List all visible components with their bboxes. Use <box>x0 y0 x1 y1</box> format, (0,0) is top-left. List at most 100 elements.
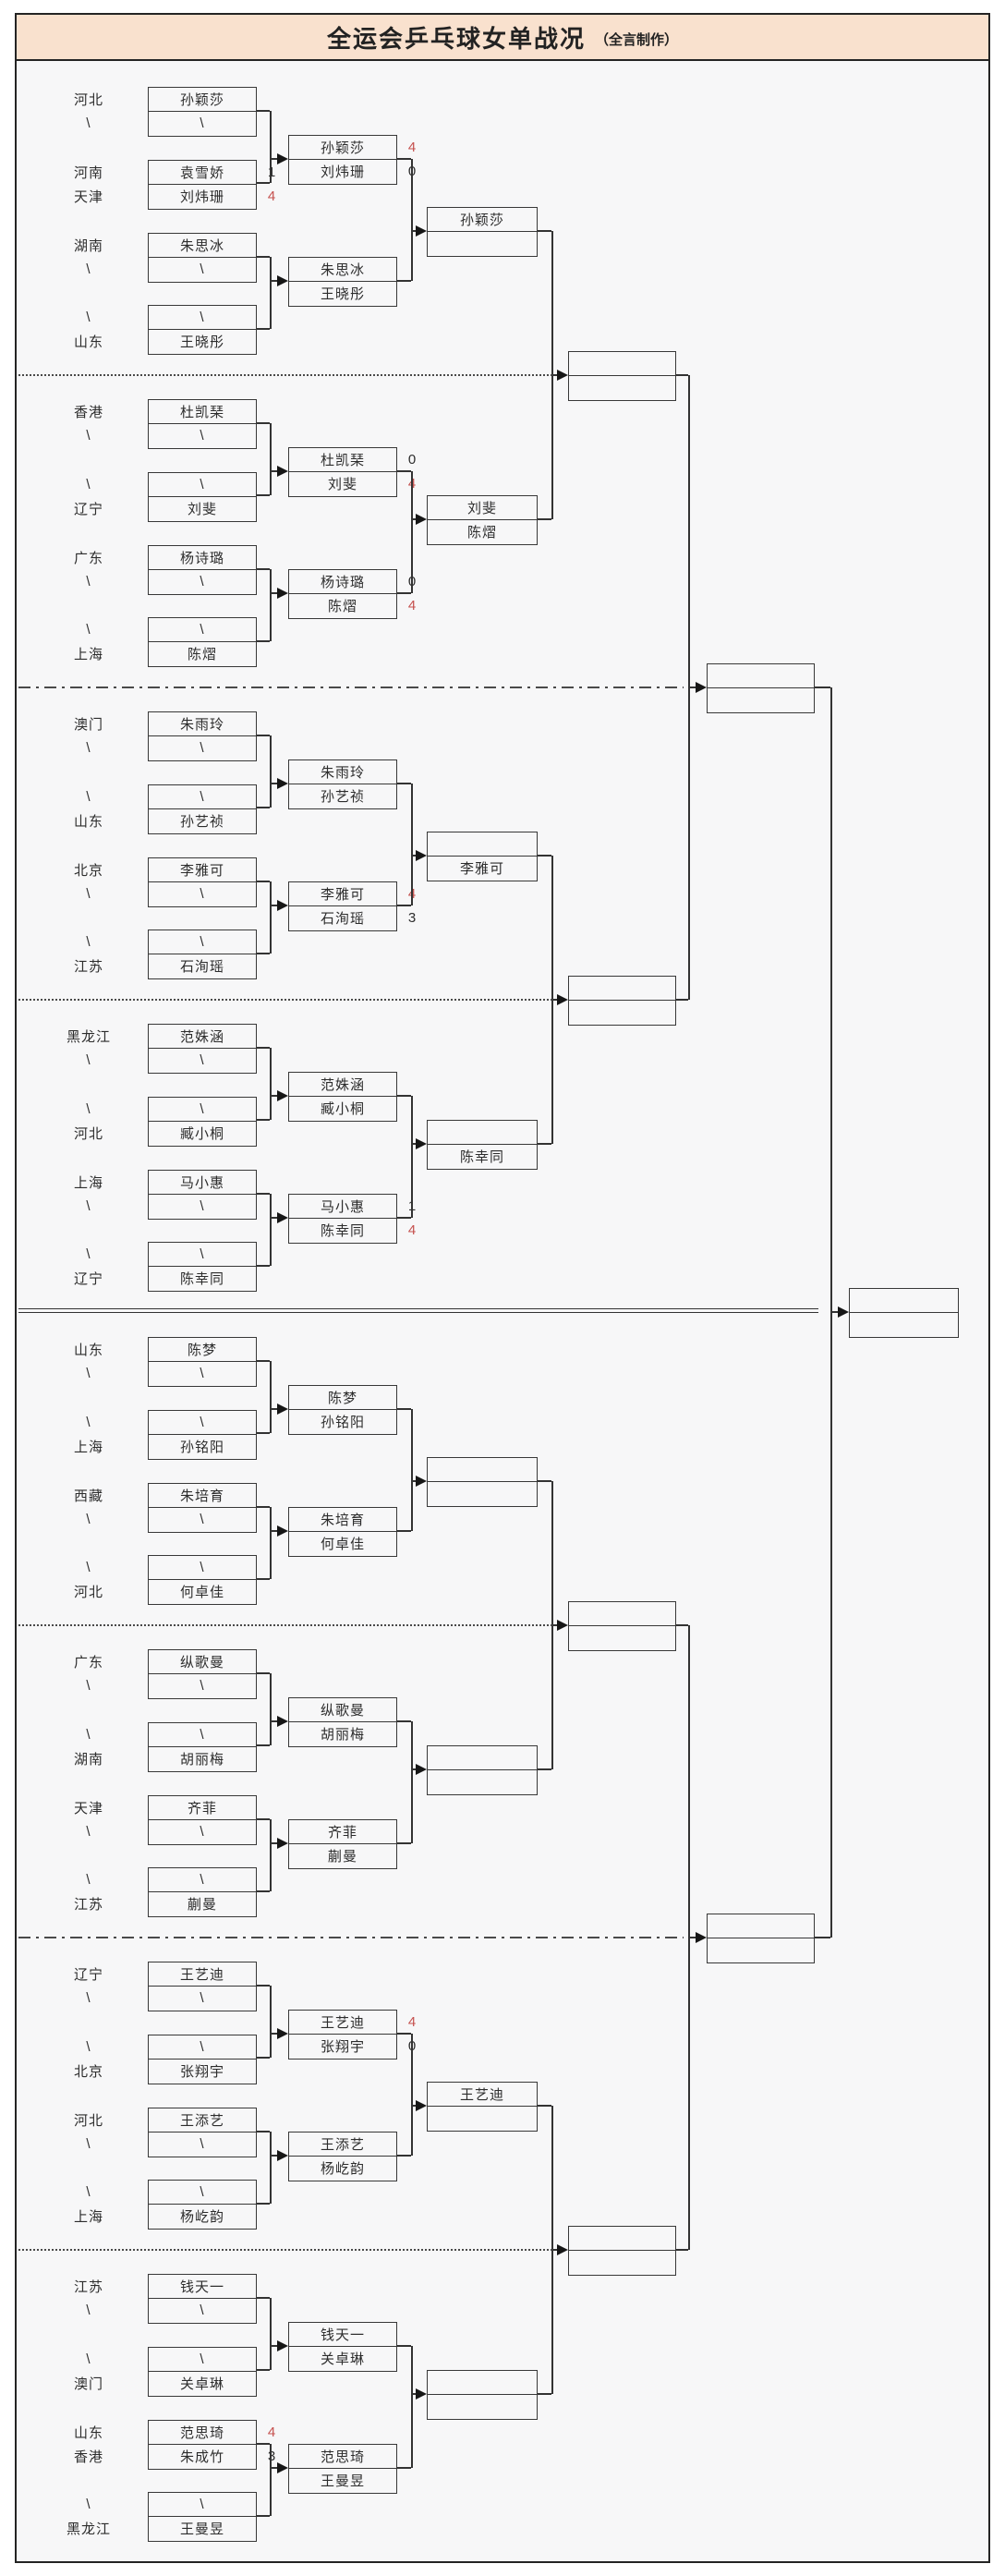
connector-line <box>676 999 688 1001</box>
bye-cell: \ <box>149 1723 256 1748</box>
connector-line <box>270 881 272 954</box>
score-label: 3 <box>407 909 417 926</box>
connector-line <box>676 1624 688 1626</box>
player-cell: 杨屹韵 <box>320 2161 365 2178</box>
player-cell: 孙颖莎 <box>289 136 396 161</box>
arrow-right-icon <box>557 369 568 381</box>
player-cell: 马小惠 <box>149 1171 256 1196</box>
round1-match-box: 李雅可\ <box>148 857 257 907</box>
connector-line <box>257 953 270 954</box>
round1-match-box: 范思琦朱成竹 <box>148 2420 257 2470</box>
connector-line <box>538 230 551 232</box>
quarterfinal-box <box>568 976 676 1026</box>
bye-label: \ <box>86 2183 91 2200</box>
round1-match-box: 纵歌曼\ <box>148 1649 257 1699</box>
player-cell: 齐菲 <box>289 1820 396 1845</box>
arrow-right-icon <box>277 899 288 911</box>
bye-cell: \ <box>200 740 205 757</box>
connector-line <box>411 159 413 281</box>
player-cell: 马小惠 <box>289 1195 396 1220</box>
connector-line <box>270 1507 272 1579</box>
connector-line <box>257 2369 270 2371</box>
bye-cell: \ <box>200 1198 205 1215</box>
arrow-right-icon <box>277 587 288 599</box>
arrow-right-icon <box>416 849 427 861</box>
bye-cell: \ <box>149 618 256 643</box>
connector-line <box>257 1119 270 1121</box>
region-label: 辽宁 <box>73 1270 103 1287</box>
round2-match-box: 杨诗璐陈熠 <box>288 569 397 619</box>
round3-match-box: 李雅可 <box>427 832 538 881</box>
connector-line <box>411 1480 417 1482</box>
bye-label: \ <box>86 573 91 589</box>
player-cell: 钱天一 <box>149 2275 256 2300</box>
final-box <box>849 1288 959 1338</box>
region-label: 北京 <box>73 862 103 879</box>
round1-match-box: 王添艺\ <box>148 2108 257 2157</box>
connector-line <box>411 1768 417 1770</box>
player-cell: 朱培育 <box>149 1484 256 1509</box>
arrow-right-icon <box>277 777 288 789</box>
arrow-right-icon <box>557 2243 568 2255</box>
player-cell: 何卓佳 <box>179 1585 224 1601</box>
round3-match-box <box>427 1457 538 1507</box>
connector-line <box>397 1095 411 1097</box>
player-cell: 王艺迪 <box>428 2083 537 2108</box>
player-cell: 蒯曼 <box>327 1849 357 1865</box>
connector-line <box>257 2057 270 2059</box>
player-cell: 陈幸同 <box>459 1149 504 1166</box>
connector-line <box>538 855 551 857</box>
round1-match-box: \胡丽梅 <box>148 1722 257 1772</box>
score-label: 4 <box>407 2013 417 2030</box>
empty-cell <box>850 1313 958 1336</box>
connector-line <box>397 2033 411 2035</box>
connector-line <box>815 1937 830 1938</box>
bye-cell: \ <box>200 1824 205 1841</box>
bye-cell: \ <box>149 2348 256 2373</box>
connector-line <box>257 2297 270 2299</box>
arrow-right-icon <box>416 1763 427 1775</box>
arrow-right-icon <box>416 1137 427 1149</box>
bye-label: \ <box>86 2038 91 2055</box>
bye-label: \ <box>86 1100 91 1117</box>
player-cell: 朱思冰 <box>289 258 396 283</box>
player-cell: 王添艺 <box>289 2132 396 2157</box>
round2-match-box: 杜凯琹刘斐 <box>288 447 397 497</box>
bye-label: \ <box>86 1414 91 1430</box>
page-title: 全运会乒乓球女单战况 <box>326 24 586 53</box>
player-cell: 王艺迪 <box>289 2011 396 2035</box>
player-cell: 朱雨玲 <box>289 760 396 785</box>
bye-label: \ <box>86 621 91 638</box>
empty-cell <box>708 664 814 689</box>
round2-match-box: 朱思冰王晓彤 <box>288 257 397 307</box>
bye-label: \ <box>86 1245 91 1262</box>
empty-cell <box>708 1938 814 1962</box>
region-label: 上海 <box>73 646 103 662</box>
player-cell: 刘斐 <box>327 477 357 493</box>
bye-cell: \ <box>200 2303 205 2319</box>
round2-match-box: 范思琦王曼昱 <box>288 2444 397 2494</box>
connector-line <box>270 2298 272 2370</box>
empty-cell <box>569 2227 675 2252</box>
round1-match-box: 王艺迪\ <box>148 1962 257 2011</box>
player-cell: 孙铭阳 <box>179 1440 224 1456</box>
empty-cell <box>428 2395 537 2418</box>
region-label: 河北 <box>73 2112 103 2129</box>
separator-dashdot <box>18 1937 684 1938</box>
bye-cell: \ <box>149 306 256 331</box>
player-cell: 张翔宇 <box>320 2039 365 2056</box>
region-label: 香港 <box>73 404 103 420</box>
region-label: 山东 <box>73 813 103 830</box>
bye-cell: \ <box>149 1098 256 1123</box>
bye-label: \ <box>86 2302 91 2318</box>
connector-line <box>411 1096 413 1218</box>
separator-dotted <box>18 374 552 376</box>
bye-cell: \ <box>200 886 205 903</box>
bye-cell: \ <box>200 115 205 132</box>
bye-cell: \ <box>200 261 205 278</box>
connector-line <box>397 1530 411 1532</box>
connector-line <box>270 1986 272 2058</box>
connector-line <box>257 1193 270 1195</box>
connector-line <box>411 471 413 593</box>
connector-line <box>270 1095 278 1097</box>
